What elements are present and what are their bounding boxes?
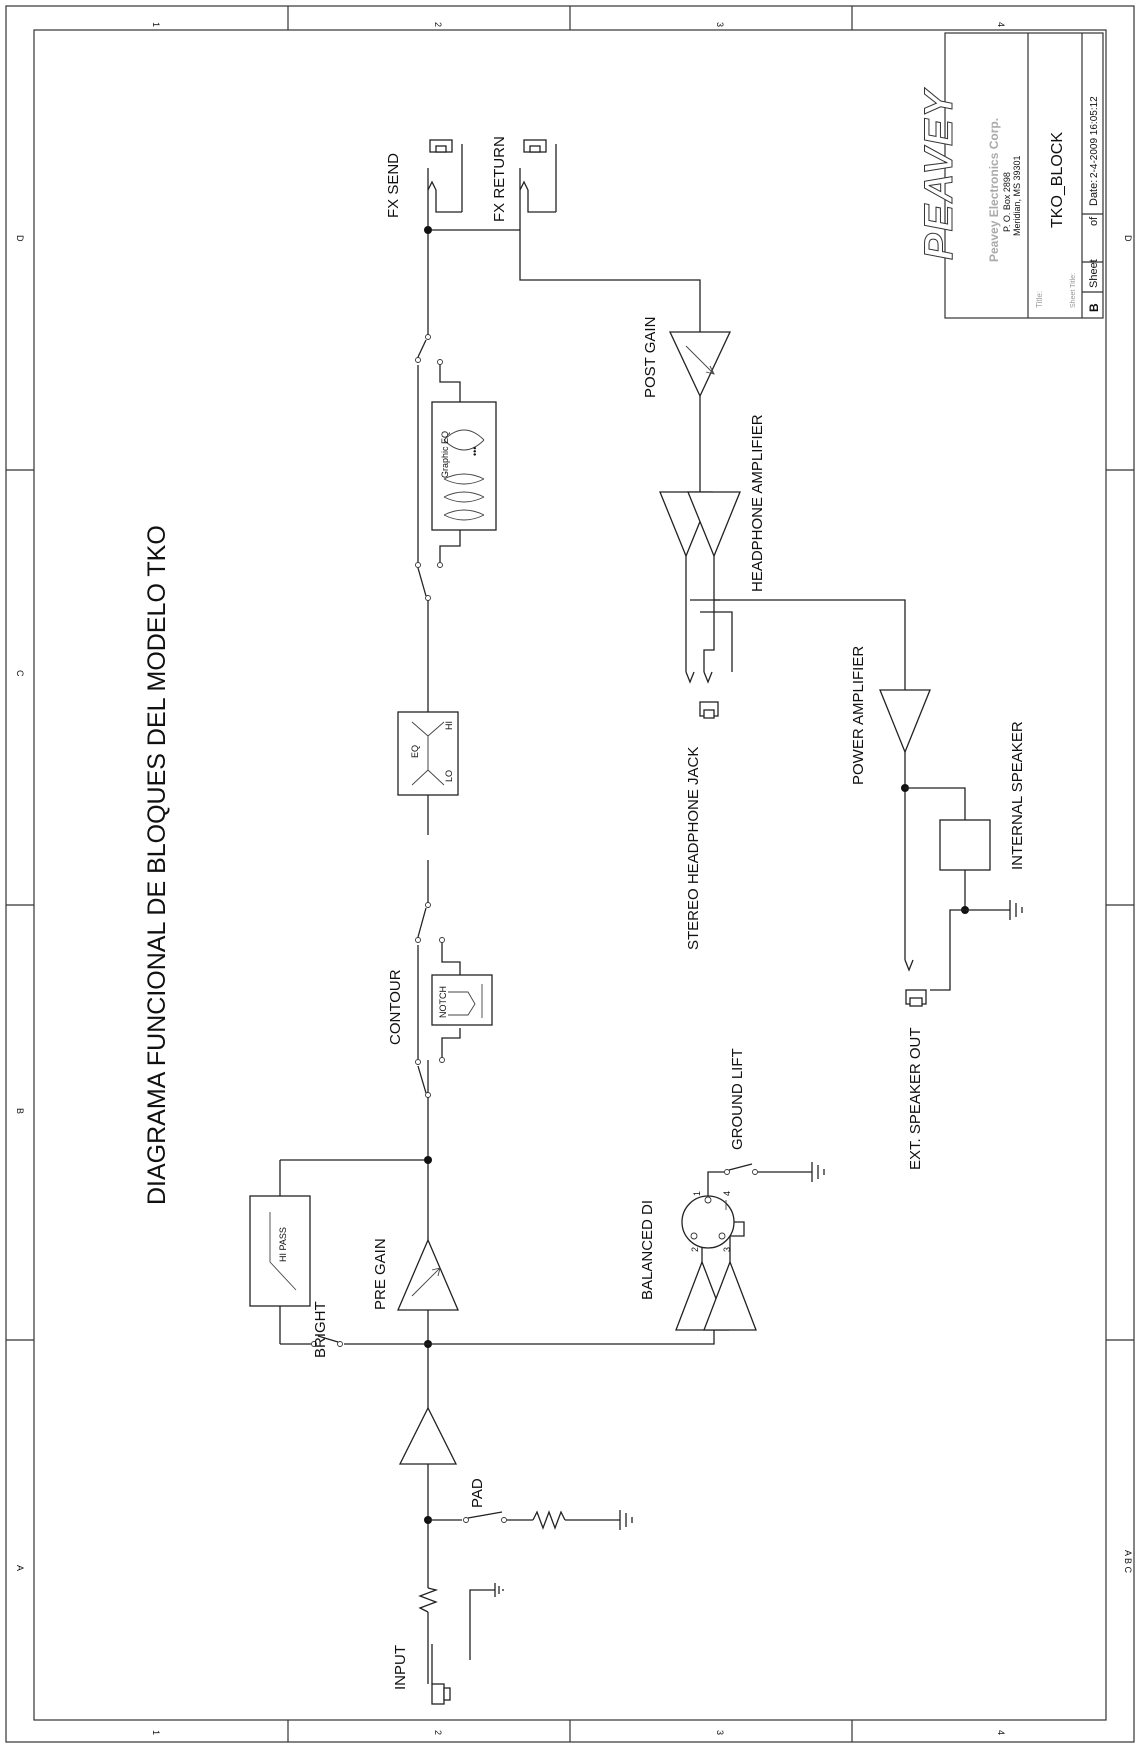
title-block: PEAVEY Peavey Electronics Corp. P. O. Bo… [917, 32, 1104, 319]
left-marker-c: C [15, 670, 25, 677]
title-value: TKO_BLOCK [1049, 132, 1066, 228]
internal-speaker-label: INTERNAL SPEAKER [1009, 721, 1026, 870]
di-pin-2: 2 [690, 1247, 700, 1252]
di-feed-wiring [428, 1330, 715, 1345]
left-marker-d: D [15, 235, 25, 242]
peavey-logo: PEAVEY [917, 87, 961, 260]
fx-return-wiring [519, 230, 701, 332]
di-pin-4: 4 [722, 1191, 732, 1196]
bottom-marker-1: 1 [151, 1730, 161, 1735]
ext-speaker-out-label: EXT. SPEAKER OUT [907, 1027, 924, 1170]
ground-lift-label: GROUND LIFT [729, 1048, 746, 1150]
top-marker-1: 1 [151, 22, 161, 27]
sheet-frame [5, 5, 1135, 1743]
di-pin-1: 1 [692, 1191, 702, 1196]
input-amplifier [398, 1406, 458, 1465]
power-amplifier-label: POWER AMPLIFIER [850, 646, 867, 785]
graphic-eq-label: Graphic EQ [440, 431, 450, 478]
post-gain-amplifier [668, 331, 732, 398]
size-value: B [1087, 303, 1101, 312]
graphic-eq-switch [415, 334, 461, 601]
right-marker-abc: A B C [1123, 1550, 1133, 1574]
input-resistor [418, 1587, 439, 1613]
fx-send-jack [427, 139, 463, 213]
eq-hi-label: HI [444, 721, 454, 730]
ext-speaker-out-jack [904, 909, 965, 1007]
right-marker-d: D [1123, 235, 1133, 242]
internal-speaker [905, 787, 1023, 920]
fx-return-label: FX RETURN [491, 136, 508, 222]
graphic-eq-dots: ••• [470, 447, 480, 456]
power-amp-feed [714, 599, 906, 690]
frame-markers: 1 2 3 4 1 2 3 4 D C B A D A B C [15, 22, 1133, 1735]
top-marker-2: 2 [433, 22, 443, 27]
pad-label: PAD [469, 1478, 486, 1508]
contour-label: CONTOUR [387, 969, 404, 1045]
left-marker-a: A [15, 1565, 25, 1571]
stereo-headphone-jack-label: STEREO HEADPHONE JACK [685, 747, 702, 950]
headphone-amplifier [659, 491, 741, 558]
input-jack [427, 1583, 504, 1705]
bottom-marker-2: 2 [433, 1730, 443, 1735]
main-signal-wiring [427, 168, 521, 1644]
company-address-1: P. O. Box 2898 [1002, 172, 1012, 232]
graphic-eq-block: Graphic EQ ••• [431, 401, 497, 531]
top-marker-4: 4 [996, 22, 1006, 27]
di-pin-3: 3 [722, 1247, 732, 1252]
pad-circuit [428, 1510, 633, 1530]
notch-label: NOTCH [438, 986, 448, 1018]
bottom-marker-4: 4 [996, 1730, 1006, 1735]
post-gain-label: POST GAIN [642, 317, 659, 398]
xlr-connector: 2 3 1 4 [681, 1191, 735, 1252]
bright-circuit [279, 1159, 428, 1347]
balanced-di-label: BALANCED DI [639, 1200, 656, 1300]
date-label: Date: [1088, 180, 1100, 206]
junction-fx-send [424, 226, 432, 234]
fx-return-jack [519, 139, 557, 213]
title-label: Title: [1035, 291, 1044, 308]
hi-pass-label: HI PASS [278, 1227, 288, 1262]
stereo-headphone-jack [685, 556, 733, 719]
sheet-title-label: Sheet Title: [1070, 273, 1077, 308]
eq-block: EQ LO HI [397, 711, 459, 796]
bright-label: BRIGHT [312, 1301, 329, 1358]
input-label: INPUT [392, 1645, 409, 1690]
ground-lift-switch [707, 1162, 825, 1196]
date-value: 2-4-2009 16:05:12 [1089, 96, 1100, 178]
diagram-title: DIAGRAMA FUNCIONAL DE BLOQUES DEL MODELO… [143, 525, 171, 1205]
eq-label: EQ [410, 745, 420, 758]
company-name: Peavey Electronics Corp. [987, 118, 1001, 262]
eq-lo-label: LO [444, 770, 454, 782]
pre-gain-amplifier [397, 1238, 459, 1311]
bottom-marker-3: 3 [715, 1730, 725, 1735]
top-marker-3: 3 [715, 22, 725, 27]
of-label: of [1088, 216, 1100, 226]
junction-hipass-return [424, 1156, 432, 1164]
balanced-di-driver [675, 1221, 757, 1331]
notch-filter: NOTCH [431, 974, 493, 1026]
company-address-2: Meridian, MS 39301 [1012, 155, 1022, 236]
sheet-label: Sheet [1088, 259, 1100, 288]
pre-gain-label: PRE GAIN [372, 1238, 389, 1310]
fx-send-label: FX SEND [385, 153, 402, 218]
hi-pass-filter: HI PASS [249, 1195, 311, 1307]
power-amplifier [879, 689, 931, 754]
headphone-amplifier-label: HEADPHONE AMPLIFIER [749, 414, 766, 592]
left-marker-b: B [15, 1108, 25, 1114]
